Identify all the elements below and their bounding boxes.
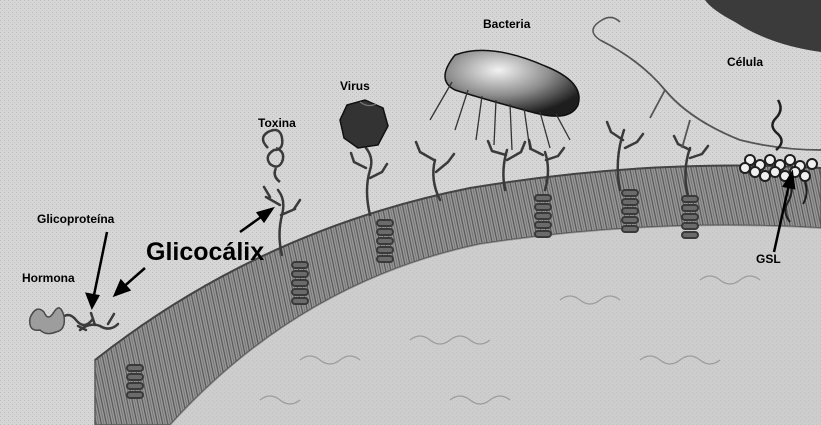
label-gsl: GSL	[756, 253, 781, 265]
label-glicoproteina: Glicoproteína	[37, 213, 114, 225]
virus-particle	[340, 100, 388, 148]
label-celula: Célula	[727, 56, 763, 68]
label-glicocalix: Glicocálix	[146, 240, 264, 265]
label-toxina: Toxina	[258, 117, 296, 129]
label-bacteria: Bacteria	[483, 18, 530, 30]
label-hormona: Hormona	[22, 272, 75, 284]
label-virus: Virus	[340, 80, 370, 92]
